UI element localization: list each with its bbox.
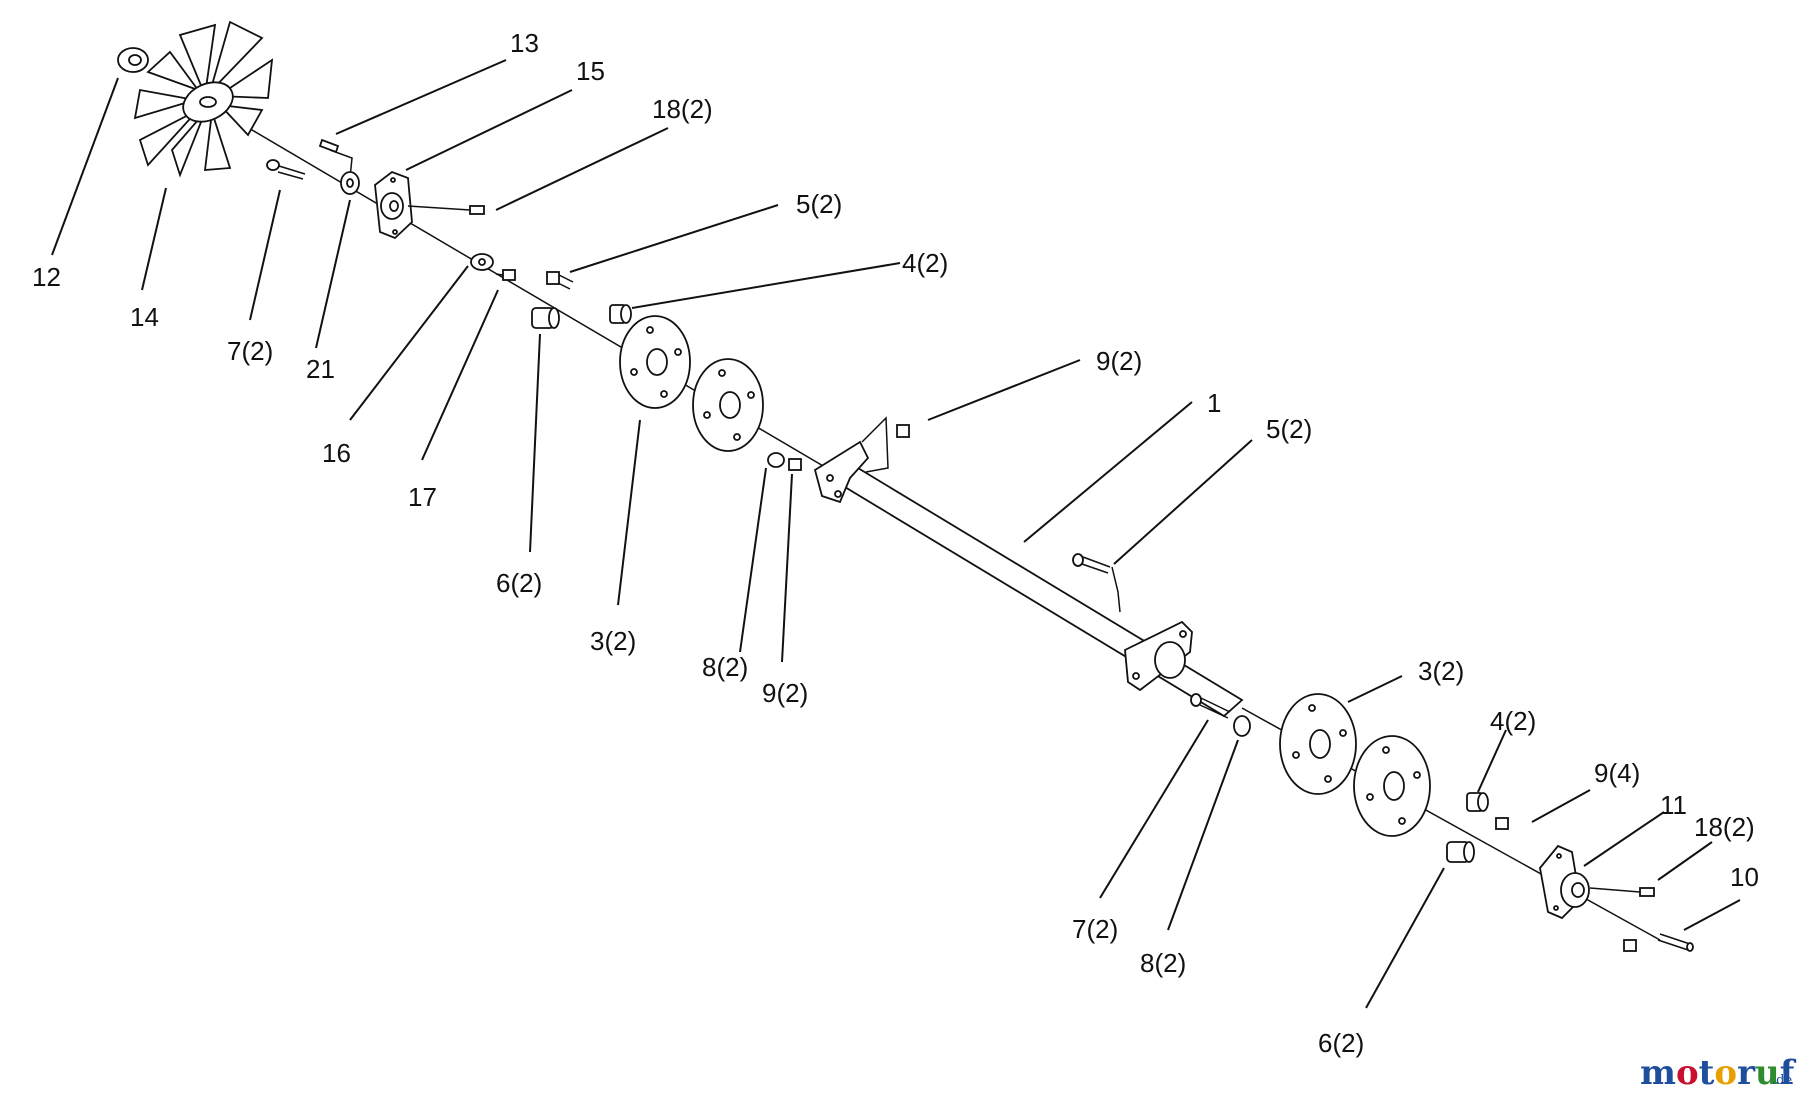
wm-letter-o2: o bbox=[1714, 1053, 1737, 1093]
bearing-flange-15 bbox=[374, 170, 413, 240]
callout-12: 12 bbox=[32, 262, 61, 292]
washer-8-left bbox=[767, 452, 785, 468]
washer-21 bbox=[340, 171, 360, 195]
main-shaft bbox=[234, 119, 1661, 941]
callout-9-left-b: 9(2) bbox=[762, 678, 808, 708]
washer-16 bbox=[470, 253, 494, 271]
wm-letter-m: m bbox=[1640, 1053, 1676, 1093]
callout-4-right: 4(2) bbox=[1490, 706, 1536, 736]
wm-letter-t: t bbox=[1699, 1053, 1715, 1093]
wm-letter-r: r bbox=[1737, 1053, 1756, 1093]
callout-21: 21 bbox=[306, 354, 335, 384]
callout-8-right: 8(2) bbox=[1140, 948, 1186, 978]
pin-10 bbox=[1657, 933, 1694, 952]
callout-7-right: 7(2) bbox=[1072, 914, 1118, 944]
callout-14: 14 bbox=[130, 302, 159, 332]
callout-9-left-a: 9(2) bbox=[1096, 346, 1142, 376]
bolt-7-left bbox=[266, 159, 306, 180]
fan-blade-assembly bbox=[133, 20, 274, 178]
callout-17: 17 bbox=[408, 482, 437, 512]
leader-lines bbox=[51, 59, 1741, 1009]
wm-letter-o1: o bbox=[1676, 1053, 1699, 1093]
bolt-5-left bbox=[546, 271, 574, 290]
key-13 bbox=[318, 138, 340, 154]
callout-18-top: 18(2) bbox=[652, 94, 713, 124]
nut-9-right bbox=[1495, 817, 1509, 830]
hub-plate-3-left-b bbox=[692, 358, 764, 452]
callout-6-right: 6(2) bbox=[1318, 1028, 1364, 1058]
callout-18-right: 18(2) bbox=[1694, 812, 1755, 842]
callout-1: 1 bbox=[1207, 388, 1221, 418]
nut-17 bbox=[495, 269, 516, 281]
center-bracket bbox=[813, 416, 889, 504]
right-bearing-bracket bbox=[1124, 620, 1193, 692]
bearing-flange-11 bbox=[1539, 844, 1590, 920]
callout-labels: 1 3(2) 3(2) 4(2) 4(2) 5(2) 5(2) 6(2) 6(2… bbox=[32, 28, 1759, 1058]
wm-letter-u: u bbox=[1755, 1053, 1780, 1093]
washer-8-right bbox=[1233, 715, 1251, 737]
callout-4-left: 4(2) bbox=[902, 248, 948, 278]
hub-plate-3-right-b bbox=[1353, 735, 1431, 837]
hub-plate-3-right-a bbox=[1279, 693, 1357, 795]
callout-5-left: 5(2) bbox=[796, 189, 842, 219]
callout-10: 10 bbox=[1730, 862, 1759, 892]
callout-9-right: 9(4) bbox=[1594, 758, 1640, 788]
wm-letter-f: f bbox=[1780, 1053, 1797, 1093]
spacer-4-left bbox=[609, 304, 632, 324]
nut-9-center bbox=[896, 424, 910, 438]
callout-5-right: 5(2) bbox=[1266, 414, 1312, 444]
callout-8-left: 8(2) bbox=[702, 652, 748, 682]
callout-15: 15 bbox=[576, 56, 605, 86]
washer-12 bbox=[117, 47, 149, 73]
nut-9-bottom bbox=[1623, 939, 1637, 952]
grease-fitting-18-right bbox=[1589, 887, 1655, 897]
spacer-4-right bbox=[1466, 792, 1489, 812]
callout-11: 11 bbox=[1660, 790, 1687, 820]
callout-16: 16 bbox=[322, 438, 351, 468]
grease-fitting-18-top bbox=[407, 205, 485, 215]
callout-3-left: 3(2) bbox=[590, 626, 636, 656]
svg-text:motoruf: motoruf bbox=[1640, 1053, 1797, 1093]
callout-6-left: 6(2) bbox=[496, 568, 542, 598]
nut-9-left bbox=[788, 458, 802, 471]
spacer-6-right bbox=[1446, 841, 1475, 863]
hub-plate-3-left-a bbox=[619, 315, 691, 409]
spacer-6-left bbox=[531, 307, 560, 329]
callout-13: 13 bbox=[510, 28, 539, 58]
bolt-7-right bbox=[1190, 693, 1231, 719]
callout-7-left: 7(2) bbox=[227, 336, 273, 366]
motoruf-watermark-logo: motoruf .de bbox=[1640, 1053, 1797, 1093]
bolt-5-right bbox=[1072, 553, 1121, 613]
callout-3-right: 3(2) bbox=[1418, 656, 1464, 686]
wm-domain: .de bbox=[1772, 1073, 1792, 1088]
